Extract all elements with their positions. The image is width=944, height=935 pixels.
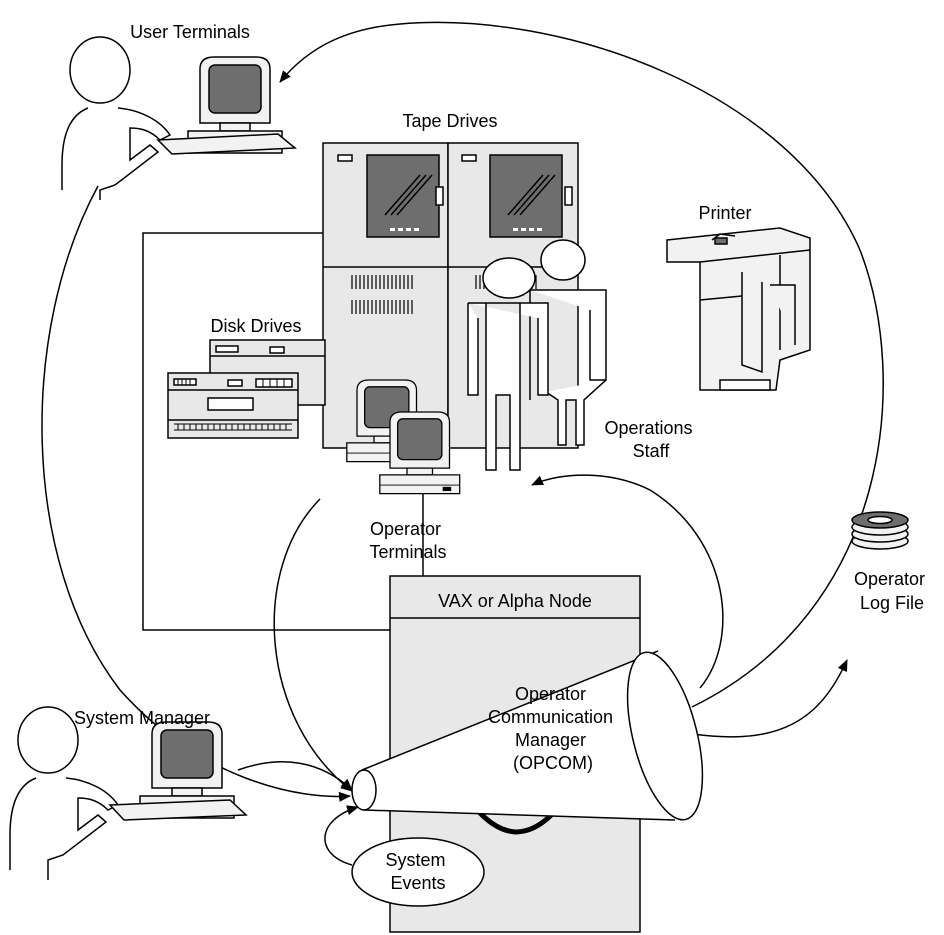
operator-log-file-label: Operator Log File (854, 569, 930, 613)
opcom-label: Operator Communication Manager (OPCOM) (488, 684, 618, 773)
system-manager-figure (9, 706, 120, 880)
user-terminals-label: User Terminals (130, 22, 250, 42)
operations-staff-label: Operations Staff (604, 418, 697, 461)
printer-icon (666, 227, 811, 391)
user-terminals-icon (156, 56, 297, 155)
disk-drives-icon (167, 339, 326, 439)
system-manager-to-opcom-arrow (237, 761, 353, 791)
disk-drives-label: Disk Drives (210, 316, 301, 336)
operator-log-file-icon (851, 511, 909, 550)
opcom-to-operations-staff-arrow (531, 474, 724, 689)
opcom-cone: Operator Communication Manager (OPCOM) (351, 650, 704, 821)
operator-terminals-label: Operator Terminals (369, 519, 446, 562)
system-events-bubble: System Events (351, 837, 485, 907)
system-manager-terminal-icon (108, 721, 248, 821)
system-events-to-opcom-arrow (324, 805, 359, 866)
system-events-label: System Events (385, 850, 450, 893)
operations-staff-figures (467, 239, 607, 471)
opcom-to-log-file-arrow (692, 659, 848, 738)
user-person-figure (61, 36, 172, 200)
tape-drives-label: Tape Drives (402, 111, 497, 131)
node-label: VAX or Alpha Node (438, 591, 592, 611)
user-terminals-to-opcom-arrow (41, 185, 351, 802)
printer-label: Printer (698, 203, 751, 223)
operator-terminals-to-opcom-arrow (273, 498, 353, 792)
system-manager-label: System Manager (74, 708, 210, 728)
